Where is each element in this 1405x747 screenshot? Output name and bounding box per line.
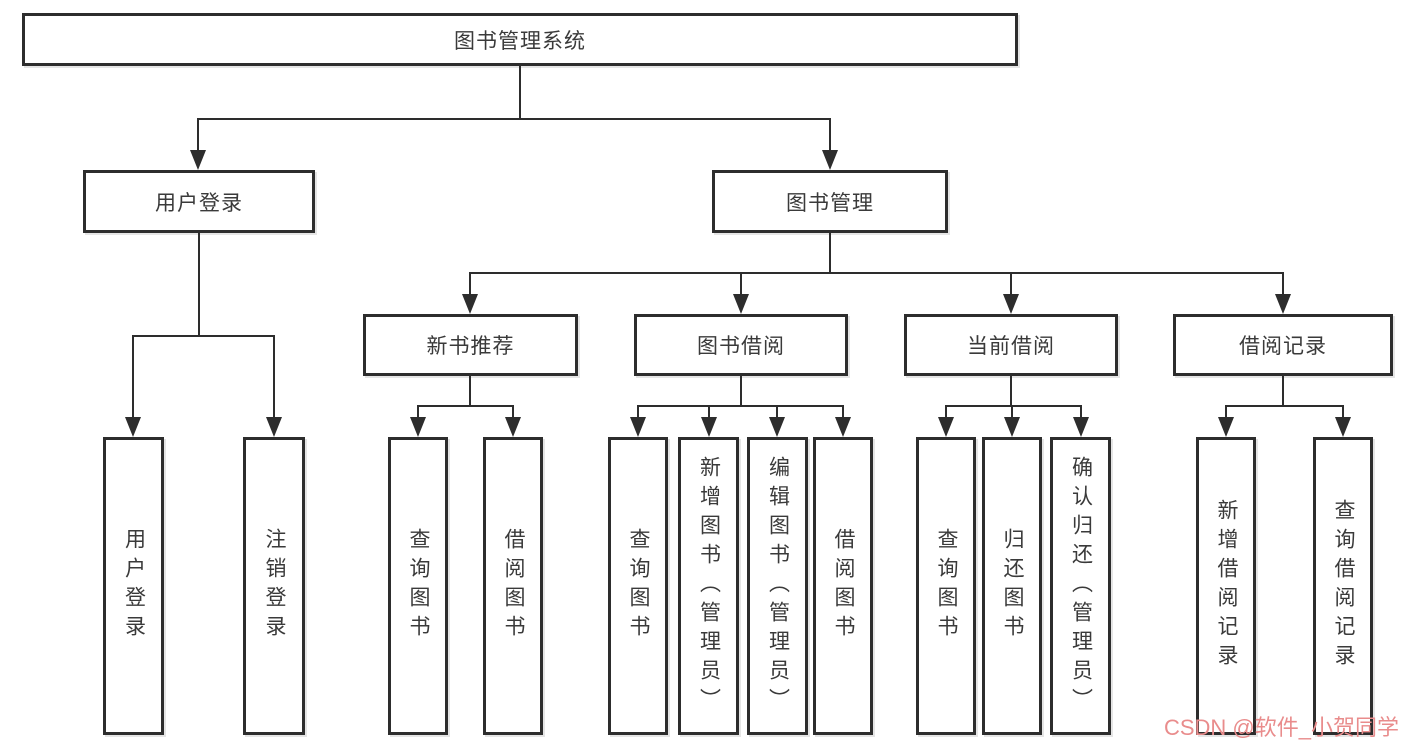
connector-vline	[1010, 376, 1012, 407]
arrow-down-icon	[1335, 417, 1351, 437]
connector-vline	[417, 405, 419, 419]
connector-vline	[1225, 405, 1227, 419]
connector-vline	[842, 405, 844, 419]
arrow-down-icon	[835, 417, 851, 437]
connector-vline	[197, 118, 199, 152]
leaf-user-login: 用户登录	[103, 437, 164, 735]
connector-hline	[133, 335, 275, 337]
arrow-down-icon	[1275, 294, 1291, 314]
connector-vline	[829, 233, 831, 274]
connector-vline	[132, 335, 134, 419]
connector-vline	[1342, 405, 1344, 419]
connector-hline	[418, 405, 514, 407]
arrow-down-icon	[630, 417, 646, 437]
leaf-borrow-books: 借阅图书	[813, 437, 873, 735]
connector-hline	[946, 405, 1081, 407]
leaf-add-borrow-record: 新增借阅记录	[1196, 437, 1256, 735]
arrow-down-icon	[1218, 417, 1234, 437]
connector-hline	[1226, 405, 1344, 407]
arrow-down-icon	[733, 294, 749, 314]
connector-vline	[1011, 405, 1013, 419]
leaf-add-book-admin: 新增图书（管理员）	[678, 437, 739, 735]
connector-vline	[1010, 272, 1012, 296]
connector-vline	[708, 405, 710, 419]
arrow-down-icon	[505, 417, 521, 437]
node-borrow-records: 借阅记录	[1173, 314, 1393, 376]
connector-hline	[470, 272, 1284, 274]
connector-vline	[198, 233, 200, 337]
arrow-down-icon	[266, 417, 282, 437]
connector-vline	[273, 335, 275, 419]
arrow-down-icon	[938, 417, 954, 437]
arrow-down-icon	[822, 150, 838, 170]
node-root: 图书管理系统	[22, 13, 1018, 66]
arrow-down-icon	[462, 294, 478, 314]
leaf-borrow-books-recommend: 借阅图书	[483, 437, 543, 735]
arrow-down-icon	[190, 150, 206, 170]
leaf-logout: 注销登录	[243, 437, 305, 735]
arrow-down-icon	[769, 417, 785, 437]
arrow-down-icon	[701, 417, 717, 437]
leaf-query-books-current: 查询图书	[916, 437, 976, 735]
leaf-query-books-borrow: 查询图书	[608, 437, 668, 735]
connector-vline	[740, 376, 742, 407]
connector-vline	[469, 272, 471, 296]
leaf-query-books-recommend: 查询图书	[388, 437, 448, 735]
connector-vline	[512, 405, 514, 419]
connector-vline	[740, 272, 742, 296]
connector-hline	[198, 118, 831, 120]
connector-vline	[1080, 405, 1082, 419]
node-current-borrow: 当前借阅	[904, 314, 1118, 376]
connector-vline	[469, 376, 471, 407]
watermark: CSDN @软件_小贺同学	[1163, 715, 1399, 740]
leaf-query-borrow-record: 查询借阅记录	[1313, 437, 1373, 735]
node-book-borrow: 图书借阅	[634, 314, 848, 376]
arrow-down-icon	[1003, 294, 1019, 314]
connector-vline	[1282, 272, 1284, 296]
leaf-confirm-return-admin: 确认归还（管理员）	[1050, 437, 1111, 735]
connector-vline	[637, 405, 639, 419]
arrow-down-icon	[125, 417, 141, 437]
connector-vline	[1282, 376, 1284, 407]
connector-vline	[776, 405, 778, 419]
arrow-down-icon	[1073, 417, 1089, 437]
leaf-edit-book-admin: 编辑图书（管理员）	[747, 437, 808, 735]
connector-vline	[829, 118, 831, 152]
connector-vline	[945, 405, 947, 419]
node-user-login: 用户登录	[83, 170, 315, 233]
node-new-book-recommend: 新书推荐	[363, 314, 578, 376]
connector-vline	[519, 66, 521, 120]
leaf-return-books: 归还图书	[982, 437, 1042, 735]
arrow-down-icon	[1004, 417, 1020, 437]
node-book-management: 图书管理	[712, 170, 948, 233]
arrow-down-icon	[410, 417, 426, 437]
connector-hline	[638, 405, 844, 407]
